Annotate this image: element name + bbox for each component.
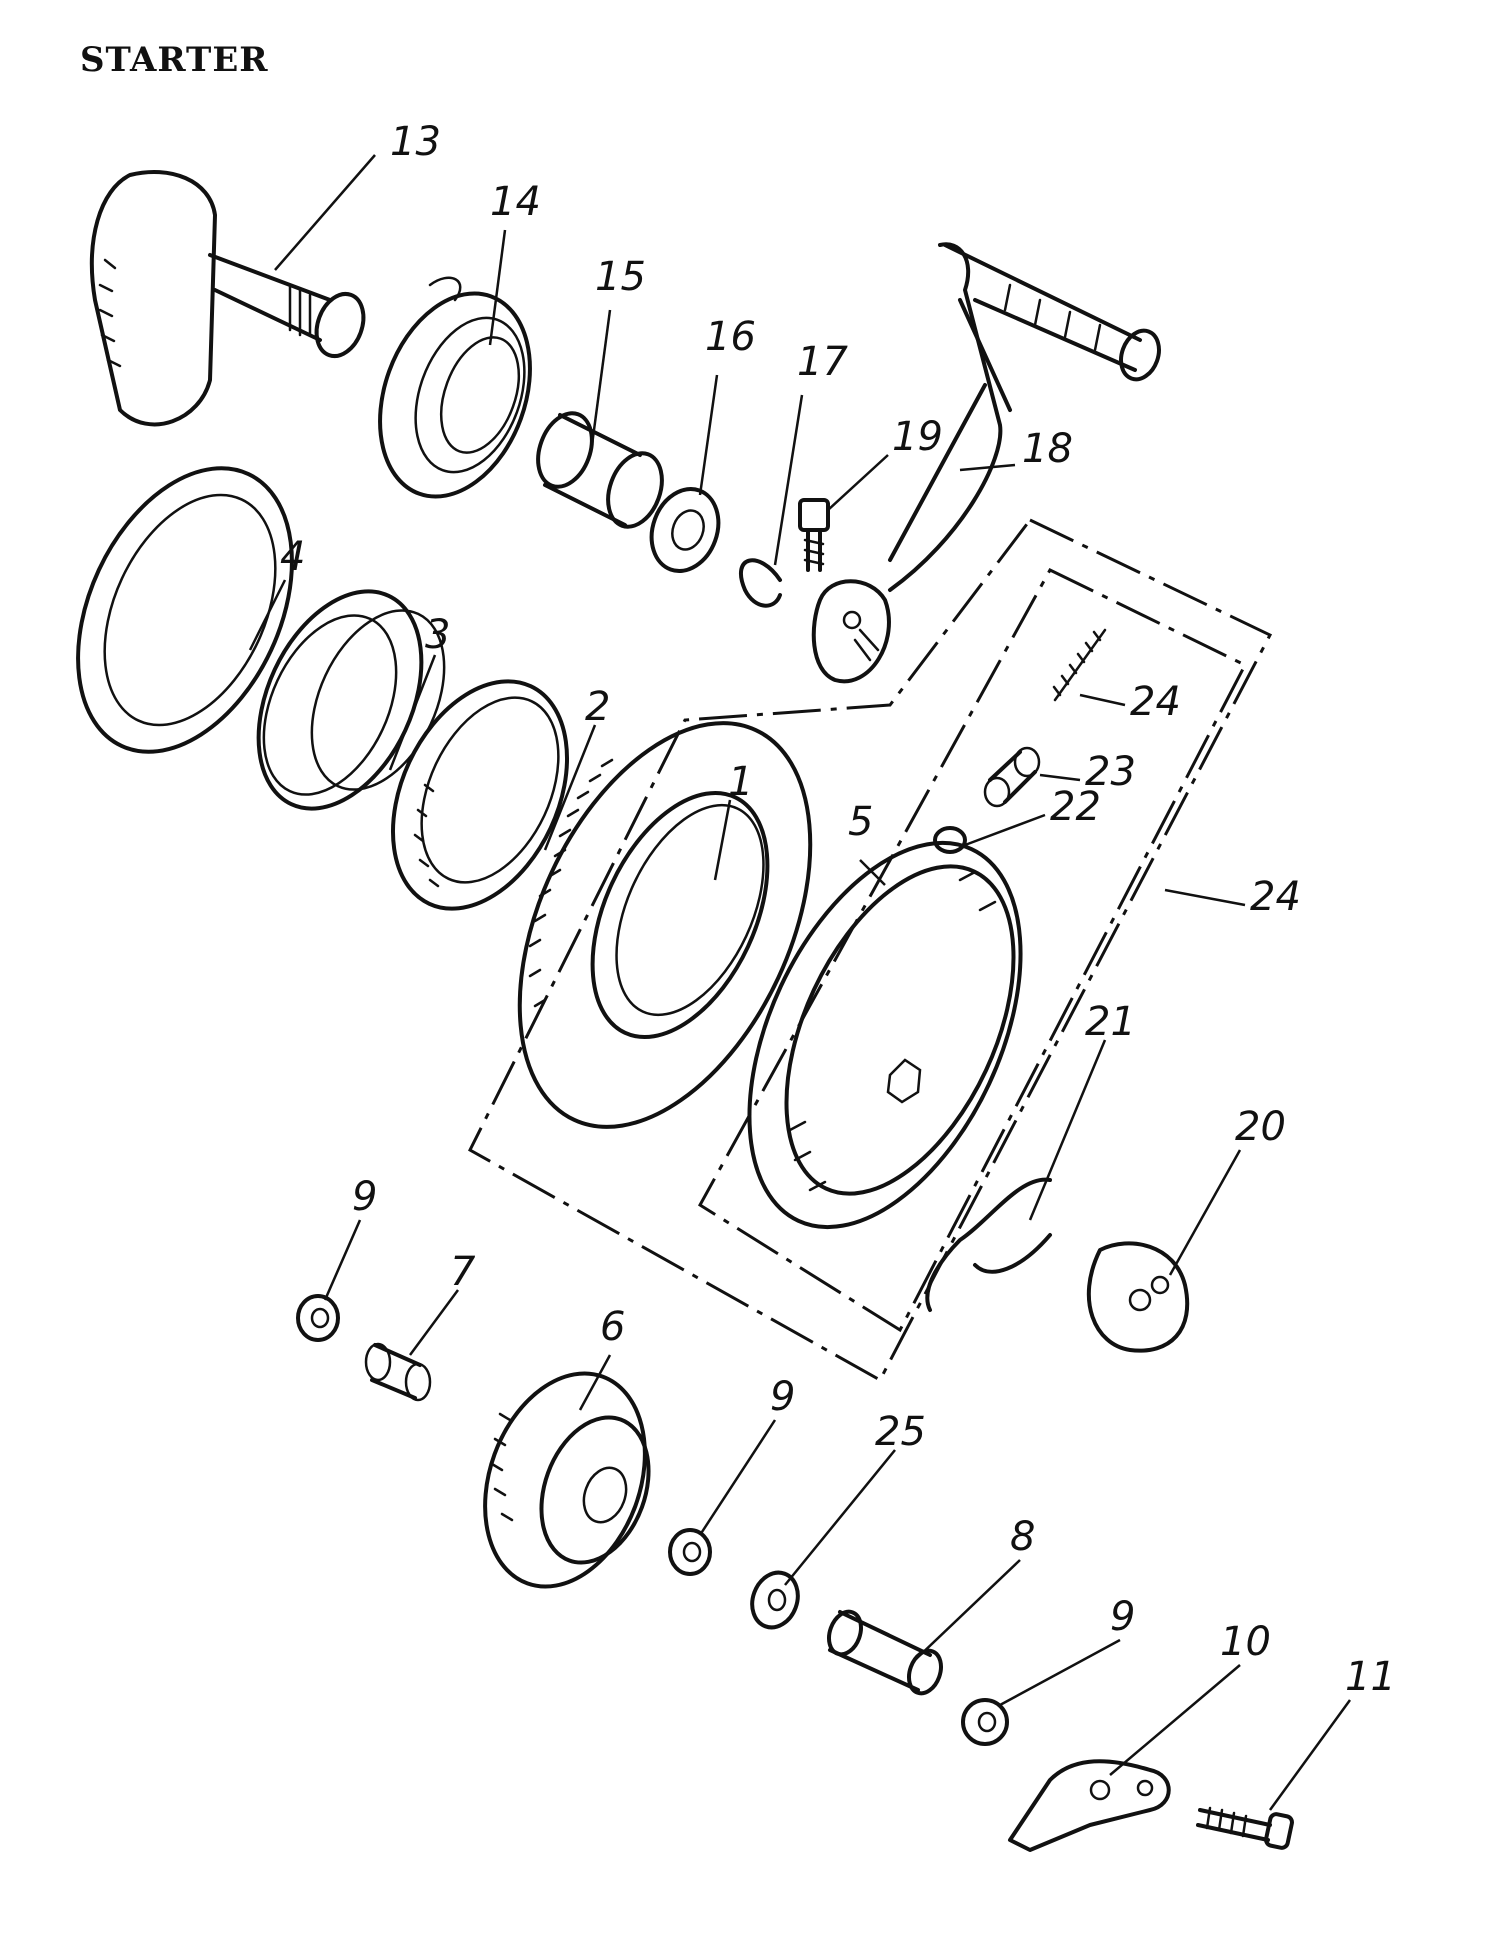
callout-19: 20 (1235, 1104, 1286, 1150)
part-15-washer (649, 487, 721, 573)
part-6-idler-gear (483, 1371, 651, 1589)
part-14-sleeve (536, 411, 664, 529)
part-5-starter-clutch (747, 840, 1023, 1230)
part-13-return-spring (378, 276, 532, 499)
callout-21: 22 (1050, 784, 1101, 830)
callout-18: 19 (892, 414, 943, 460)
part-23-spring (1052, 628, 1107, 702)
part-9-washer (668, 1528, 712, 1576)
callout-12: 13 (390, 119, 441, 165)
part-21-roller (933, 826, 967, 854)
callout-11: 11 (1345, 1654, 1396, 1700)
callout-16: 17 (797, 339, 848, 385)
callout-24: 24 (1250, 874, 1301, 920)
part-7-pin (364, 1342, 432, 1402)
callout-4: 4 (280, 534, 305, 580)
part-10-stopper-plate (1008, 1759, 1171, 1852)
part-8-shaft (827, 1609, 943, 1696)
diagram-title: STARTER (80, 40, 269, 80)
part-18-bolt (798, 498, 830, 572)
callout-9: 9 (1110, 1594, 1135, 1640)
part-3-race (256, 589, 446, 811)
callout-25: 25 (875, 1409, 926, 1455)
callout-6: 6 (600, 1304, 625, 1350)
callout-14: 15 (595, 254, 646, 300)
callout-22: 23 (1085, 749, 1136, 795)
callout-17: 18 (1022, 426, 1073, 472)
callout-9: 9 (770, 1374, 795, 1420)
part-16-circlip (738, 558, 782, 608)
part-4-ring (76, 466, 294, 754)
callout-3: 3 (425, 612, 450, 658)
part-17-kick-lever (811, 242, 1161, 684)
part-19-boss (1086, 1241, 1190, 1353)
callout-10: 10 (1220, 1619, 1271, 1665)
callout-7: 7 (450, 1249, 476, 1295)
callout-9: 9 (352, 1174, 377, 1220)
part-2-needle-bearing (390, 679, 570, 911)
part-1-ratchet-gear (517, 721, 813, 1129)
part-22-pin (983, 746, 1041, 808)
part-20-spring-clip (925, 1177, 1052, 1312)
part-9-washer (961, 1698, 1009, 1746)
callout-20: 21 (1085, 999, 1136, 1045)
part-9-washer (296, 1294, 340, 1342)
assembly-outline-24 (468, 518, 1273, 1383)
callout-13: 14 (490, 179, 541, 225)
callout-2: 2 (585, 684, 610, 730)
part-11-bolt (1196, 1806, 1294, 1850)
part-25-washer (750, 1570, 800, 1630)
leader-lines (248, 154, 1352, 1811)
callout-8: 8 (1010, 1514, 1035, 1560)
part-12-kick-shaft (89, 169, 366, 427)
callout-15: 16 (705, 314, 756, 360)
assembly-outline-5 (698, 568, 1248, 1333)
callout-1: 1 (728, 759, 753, 805)
callout-23: 24 (1130, 679, 1181, 725)
callout-5: 5 (848, 799, 873, 845)
